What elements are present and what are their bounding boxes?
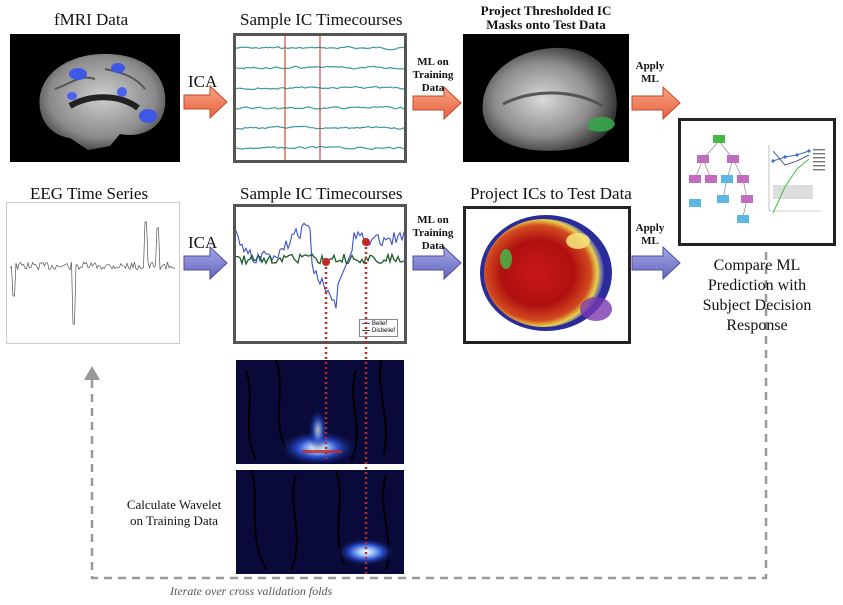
arrow-eeg-to-ica xyxy=(183,245,228,281)
bottom-ica-label: ICA xyxy=(188,233,218,252)
bottom-ic-timecourse-panel: Belief Disbelief xyxy=(233,204,407,344)
top-ic-timecourses-panel xyxy=(233,33,407,163)
fmri-title: fMRI Data xyxy=(54,10,129,29)
arrow-ic-to-ml-bottom xyxy=(412,245,462,281)
disbelief-swatch xyxy=(362,329,371,331)
arrow-fmri-to-ica xyxy=(183,84,228,120)
marker-dot-1 xyxy=(322,258,330,266)
belief-trace xyxy=(236,222,404,309)
top-timecourses-title: Sample IC Timecourses xyxy=(240,10,403,29)
eeg-title: EEG Time Series xyxy=(30,184,149,203)
bottom-project-title: Project ICs to Test Data xyxy=(470,184,632,203)
top-projected-mask-image xyxy=(463,34,629,162)
eeg-frame xyxy=(6,202,180,344)
ml-result-panel xyxy=(678,118,836,246)
legend-belief: Belief xyxy=(371,321,387,327)
loop-label: Iterate over cross validation folds xyxy=(170,584,333,598)
timecourse-legend: Belief Disbelief xyxy=(359,319,398,337)
bottom-timecourses-title: Sample IC Timecourses xyxy=(240,184,403,203)
arrow-apply-ml-bottom xyxy=(631,245,681,281)
eeg-time-series-image xyxy=(6,202,180,344)
legend-disbelief: Disbelief xyxy=(371,328,395,334)
wavelet-panel-top xyxy=(236,360,404,464)
fmri-brain-image xyxy=(10,34,180,162)
arrow-ic-to-ml-top xyxy=(412,85,462,121)
eeg-trace xyxy=(9,221,176,325)
bottom-projected-ics-image xyxy=(463,206,631,344)
arrow-apply-ml-top xyxy=(631,85,681,121)
top-ica-label: ICA xyxy=(188,72,218,91)
disbelief-trace xyxy=(236,252,404,266)
marker-dot-2 xyxy=(362,238,370,246)
